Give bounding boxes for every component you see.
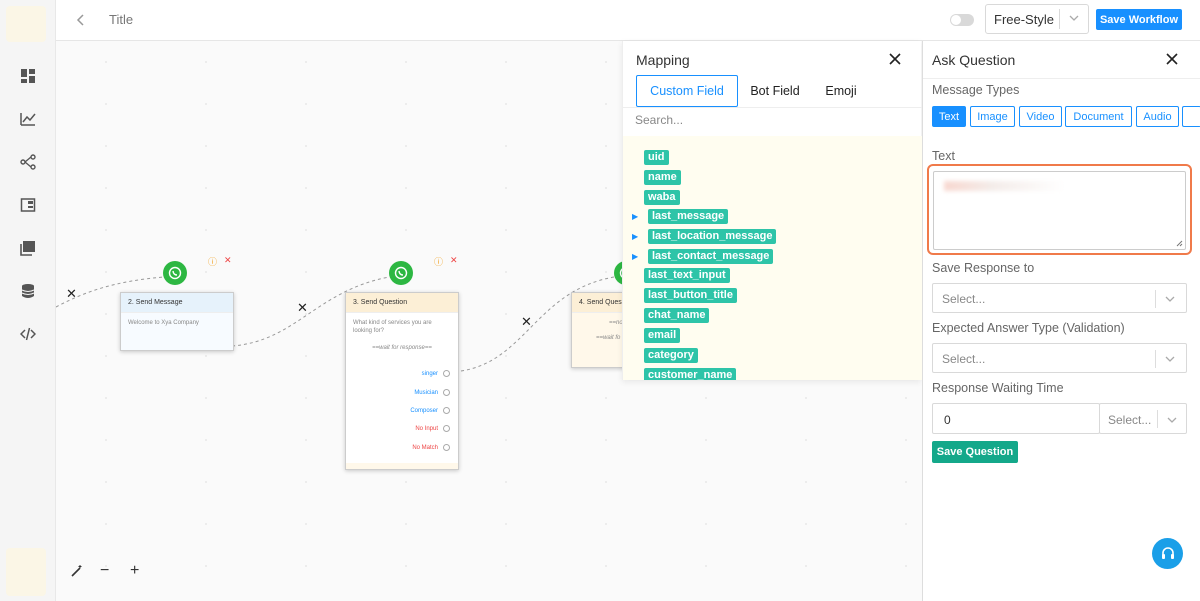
message-type-audio[interactable]: Audio xyxy=(1136,106,1179,127)
option-item[interactable]: Composer xyxy=(410,407,450,414)
mapping-search-input[interactable]: Search... xyxy=(635,113,684,127)
ask-question-panel: Ask Question Message Types Text Image Vi… xyxy=(922,41,1200,601)
field-chip[interactable]: category xyxy=(644,348,698,363)
select-placeholder: Select... xyxy=(1108,413,1152,427)
disconnect-icon[interactable]: ✕ xyxy=(66,286,77,301)
connection-lines xyxy=(56,276,615,372)
field-chip[interactable]: email xyxy=(644,328,681,343)
whatsapp-icon xyxy=(389,261,413,285)
select-placeholder: Select... xyxy=(942,352,986,366)
chevron-down-icon xyxy=(1165,356,1175,362)
waiting-time-value: 0 xyxy=(944,413,951,427)
analytics-icon[interactable] xyxy=(18,109,38,129)
disconnect-icon[interactable]: ✕ xyxy=(521,314,532,329)
close-icon[interactable] xyxy=(889,53,901,65)
mapping-title: Mapping xyxy=(636,52,690,68)
zoom-out-button[interactable]: − xyxy=(100,562,110,579)
delete-node-icon[interactable]: ✕ xyxy=(450,255,458,265)
waiting-time-input[interactable]: 0 xyxy=(932,403,1100,434)
node-body: Welcome to Xya Company xyxy=(128,320,199,326)
save-question-button[interactable]: Save Question xyxy=(932,441,1018,463)
resize-handle-icon[interactable] xyxy=(1176,240,1183,247)
warning-icon[interactable]: ⓘ xyxy=(434,257,444,267)
mode-select[interactable]: Free-Style xyxy=(985,4,1089,34)
message-type-image[interactable]: Image xyxy=(970,106,1015,127)
chevron-down-icon xyxy=(1069,15,1079,21)
node-send-message[interactable]: 2. Send Message Welcome to Xya Company xyxy=(120,292,234,351)
option-item[interactable]: Musician xyxy=(414,389,450,396)
field-chip[interactable]: last_contact_message xyxy=(648,249,774,264)
waiting-unit-select[interactable]: Select... xyxy=(1099,403,1187,434)
support-chat-button[interactable] xyxy=(1152,538,1183,569)
text-input-focus xyxy=(927,164,1192,255)
workflow-toggle[interactable] xyxy=(950,14,974,26)
magic-wand-icon[interactable] xyxy=(70,564,84,583)
option-item[interactable]: singer xyxy=(422,370,450,377)
node-wait: ==wait fo xyxy=(596,335,621,341)
delete-node-icon[interactable]: ✕ xyxy=(224,255,232,265)
node-title: 3. Send Question xyxy=(346,293,458,313)
warning-icon[interactable]: ⓘ xyxy=(208,257,218,267)
text-label: Text xyxy=(932,149,955,163)
expected-answer-label: Expected Answer Type (Validation) xyxy=(932,321,1125,335)
message-type-more[interactable] xyxy=(1182,106,1200,127)
back-arrow-icon[interactable] xyxy=(72,10,90,30)
message-types-label: Message Types xyxy=(932,83,1020,97)
field-list: uid name waba ▶ last_message ▶ last_loca… xyxy=(623,136,922,380)
save-response-label: Save Response to xyxy=(932,261,1035,275)
field-chip[interactable]: last_button_title xyxy=(644,288,737,303)
message-type-document[interactable]: Document xyxy=(1065,106,1132,127)
templates-icon[interactable] xyxy=(18,195,38,215)
option-item[interactable]: No Input xyxy=(415,425,450,432)
node-title: 2. Send Message xyxy=(121,293,233,313)
field-chip[interactable]: name xyxy=(644,170,681,185)
field-chip[interactable]: customer_name xyxy=(644,368,737,380)
mode-value: Free-Style xyxy=(994,12,1054,27)
field-chip[interactable]: chat_name xyxy=(644,308,710,323)
tab-emoji[interactable]: Emoji xyxy=(825,84,857,98)
chevron-down-icon xyxy=(1165,296,1175,302)
select-placeholder: Select... xyxy=(942,292,986,306)
redacted-text xyxy=(944,181,1064,191)
chevron-down-icon xyxy=(1167,417,1177,423)
field-chip[interactable]: last_message xyxy=(648,209,729,224)
whatsapp-icon xyxy=(163,261,187,285)
waiting-time-label: Response Waiting Time xyxy=(932,381,1064,395)
expand-icon[interactable]: ▶ xyxy=(632,252,639,261)
disconnect-icon[interactable]: ✕ xyxy=(297,300,308,315)
expected-answer-select[interactable]: Select... xyxy=(932,343,1187,373)
close-icon[interactable] xyxy=(1166,53,1178,65)
sidebar-footer xyxy=(6,548,46,596)
database-icon[interactable] xyxy=(18,281,38,301)
brand-logo xyxy=(6,6,46,42)
field-chip[interactable]: waba xyxy=(644,190,680,205)
tab-custom-field[interactable]: Custom Field xyxy=(636,75,738,107)
ask-question-title: Ask Question xyxy=(932,52,1016,68)
field-chip[interactable]: last_text_input xyxy=(644,268,730,283)
question-text-input[interactable] xyxy=(933,171,1186,250)
field-chip[interactable]: uid xyxy=(644,150,669,165)
node-body: What kind of services you are looking fo… xyxy=(353,320,432,334)
workflow-title[interactable]: Title xyxy=(109,12,134,27)
node-wait: ==wait for response== xyxy=(372,345,432,351)
workflow-icon[interactable] xyxy=(18,152,38,172)
tab-bot-field[interactable]: Bot Field xyxy=(750,84,800,98)
message-type-text[interactable]: Text xyxy=(932,106,966,127)
save-workflow-button[interactable]: Save Workflow xyxy=(1096,9,1182,30)
sidebar xyxy=(0,0,56,601)
dashboard-icon[interactable] xyxy=(18,66,38,86)
zoom-in-button[interactable]: + xyxy=(130,562,140,579)
mapping-panel: Mapping Custom Field Bot Field Emoji Sea… xyxy=(622,41,922,380)
expand-icon[interactable]: ▶ xyxy=(632,232,639,241)
headset-icon xyxy=(1161,546,1174,559)
code-icon[interactable] xyxy=(18,324,38,344)
message-type-video[interactable]: Video xyxy=(1019,106,1062,127)
expand-icon[interactable]: ▶ xyxy=(632,212,639,221)
top-bar: Title Free-Style Save Workflow xyxy=(56,0,1200,41)
save-response-select[interactable]: Select... xyxy=(932,283,1187,313)
field-chip[interactable]: last_location_message xyxy=(648,229,777,244)
book-icon[interactable] xyxy=(18,238,38,258)
option-item[interactable]: No Match xyxy=(412,444,450,451)
node-send-question[interactable]: 3. Send Question What kind of services y… xyxy=(345,292,459,470)
